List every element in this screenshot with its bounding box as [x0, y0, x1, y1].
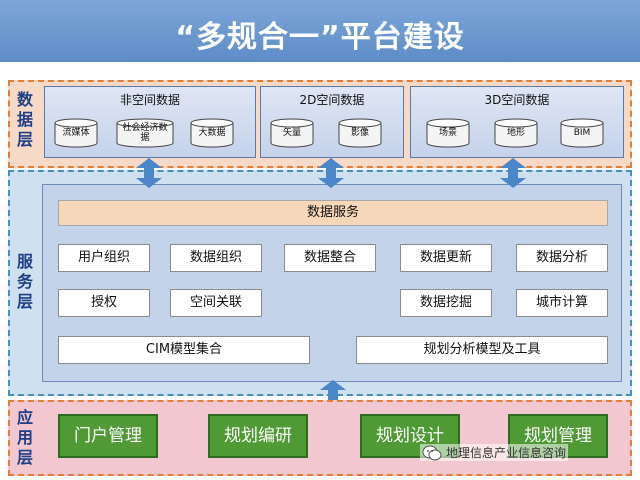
service-data-mining: 数据挖掘: [400, 289, 492, 317]
service-layer-label: 服务层: [16, 252, 33, 311]
page-title: “多规合一”平台建设: [175, 20, 465, 55]
data-layer-label: 数据层: [16, 90, 33, 149]
database-icon-bigdata: 大数据: [190, 118, 234, 148]
non-spatial-data-title: 非空间数据: [119, 93, 180, 107]
service-planning-models: 规划分析模型及工具: [356, 336, 608, 364]
double-arrow-icon-left: [136, 158, 162, 188]
database-icon-vector: 矢量: [270, 118, 314, 148]
service-data-org: 数据组织: [170, 244, 262, 272]
database-icon-socioeconomic: 社会经济数据: [116, 118, 174, 148]
service-user-org: 用户组织: [58, 244, 150, 272]
service-data-update: 数据更新: [400, 244, 492, 272]
service-data-integration: 数据整合: [284, 244, 376, 272]
double-arrow-icon-middle: [318, 158, 344, 188]
service-data-analysis: 数据分析: [516, 244, 608, 272]
database-icon-streaming: 流媒体: [54, 118, 98, 148]
database-icon-terrain: 地形: [494, 118, 538, 148]
app-planning-compilation: 规划编研: [208, 414, 308, 458]
data-service-bar: 数据服务: [58, 200, 608, 226]
app-portal-management: 门户管理: [58, 414, 158, 458]
wechat-icon: [422, 445, 442, 460]
watermark-text: 地理信息产业信息咨询: [446, 446, 567, 460]
database-icon-scene: 场景: [426, 118, 470, 148]
service-cim-models: CIM模型集合: [58, 336, 310, 364]
database-icon-bim: BIM: [560, 118, 604, 148]
service-spatial-association: 空间关联: [170, 289, 262, 317]
watermark: 地理信息产业信息咨询: [420, 444, 569, 461]
title-bar: [0, 0, 640, 62]
double-arrow-icon-right: [500, 158, 526, 188]
application-layer-label: 应用层: [16, 408, 33, 467]
3d-spatial-data-title: 3D空间数据: [484, 93, 550, 107]
service-city-computing: 城市计算: [516, 289, 608, 317]
database-icon-imagery: 影像: [338, 118, 382, 148]
2d-spatial-data-title: 2D空间数据: [299, 93, 365, 107]
service-authorization: 授权: [58, 289, 150, 317]
